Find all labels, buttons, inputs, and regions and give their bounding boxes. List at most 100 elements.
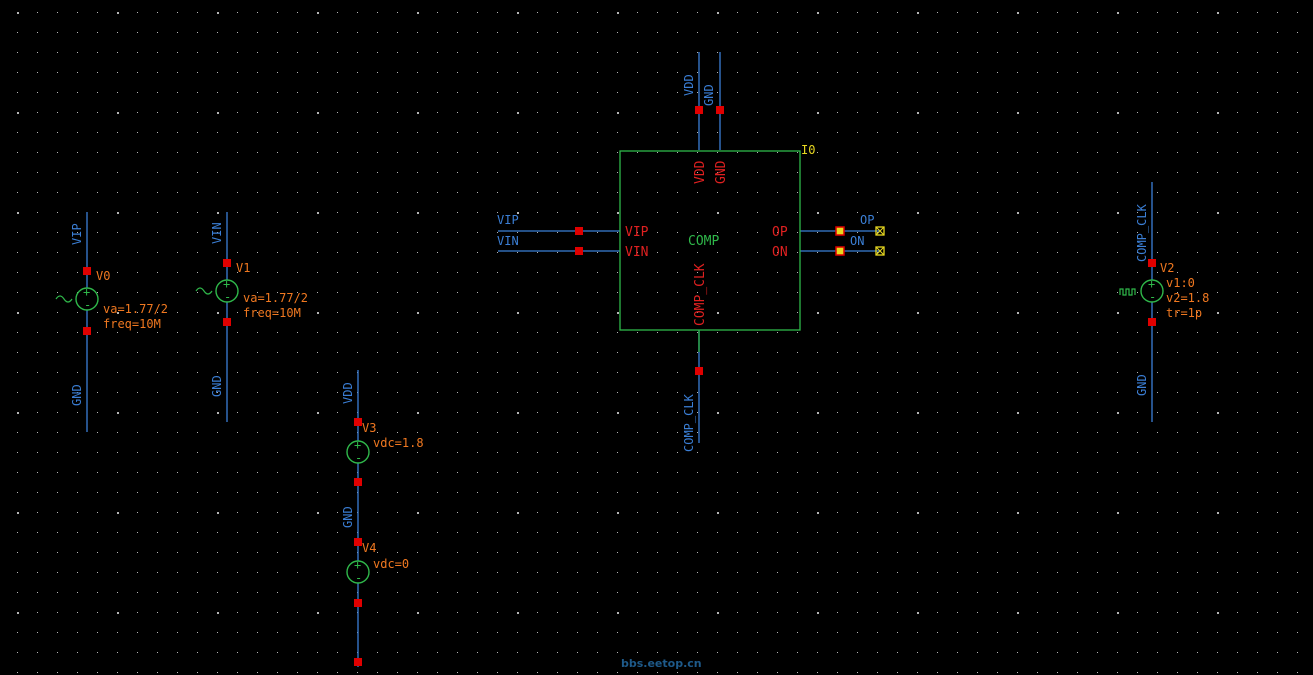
grid-dot	[337, 12, 338, 13]
grid-dot	[257, 632, 258, 633]
grid-dot	[737, 272, 738, 273]
grid-dot	[1177, 32, 1178, 33]
grid-dot	[77, 372, 78, 373]
grid-dot	[1257, 92, 1258, 93]
grid-dot	[177, 72, 178, 73]
grid-dot	[617, 592, 618, 593]
grid-dot	[477, 412, 478, 413]
grid-dot	[257, 292, 258, 293]
grid-dot	[657, 152, 658, 153]
grid-dot	[457, 652, 458, 653]
grid-dot	[397, 312, 398, 313]
io-pin-on[interactable]	[875, 246, 885, 256]
grid-dot	[97, 252, 98, 253]
grid-dot	[437, 52, 438, 53]
grid-dot	[157, 632, 158, 633]
grid-dot	[1037, 112, 1038, 113]
grid-dot	[1077, 592, 1078, 593]
grid-dot	[1237, 572, 1238, 573]
grid-dot	[377, 632, 378, 633]
grid-dot	[297, 572, 298, 573]
grid-dot	[957, 572, 958, 573]
grid-dot	[737, 232, 738, 233]
grid-dot	[77, 132, 78, 133]
grid-dot	[897, 352, 898, 353]
grid-dot	[657, 572, 658, 573]
io-pin-op[interactable]	[875, 226, 885, 236]
grid-dot	[817, 672, 818, 673]
grid-dot	[817, 232, 818, 233]
grid-dot	[257, 392, 258, 393]
grid-dot	[757, 412, 758, 413]
grid-dot	[797, 332, 798, 333]
grid-dot	[897, 52, 898, 53]
source-v3-v4[interactable]: + - V3 vdc=1.8 VDD GND + - V4 vdc=0	[341, 370, 424, 667]
grid-dot	[237, 152, 238, 153]
grid-dot	[1077, 292, 1078, 293]
grid-dot	[637, 212, 638, 213]
grid-dot	[377, 412, 378, 413]
grid-dot	[977, 292, 978, 293]
grid-dot	[737, 252, 738, 253]
grid-dot	[837, 72, 838, 73]
grid-dot	[677, 652, 678, 653]
grid-dot	[797, 272, 798, 273]
grid-dot	[1077, 212, 1078, 213]
grid-dot	[1077, 32, 1078, 33]
comp-instance[interactable]: VDD GND VIP VIN OP ON COMP_CLK I0 CO	[497, 52, 885, 452]
grid-dot	[1137, 512, 1138, 513]
grid-dot	[1097, 612, 1098, 613]
source-v1[interactable]: + - V1 va=1.77/2 freq=10M VIN GND	[195, 212, 308, 422]
grid-dot	[437, 392, 438, 393]
grid-dot	[757, 272, 758, 273]
grid-dot	[1077, 392, 1078, 393]
grid-dot	[137, 172, 138, 173]
grid-dot	[857, 312, 858, 313]
source-v2[interactable]: + - V2 v1:0 v2=1.8 tr=1p COMP_CLK GND	[1119, 182, 1209, 422]
grid-dot	[717, 412, 719, 414]
grid-dot	[277, 212, 278, 213]
grid-dot	[557, 52, 558, 53]
grid-dot	[637, 192, 638, 193]
grid-dot	[617, 332, 618, 333]
grid-dot	[297, 332, 298, 333]
grid-dot	[217, 672, 218, 673]
grid-dot	[1177, 392, 1178, 393]
source-v0[interactable]: + - V0 va=1.77/2 freq=10M VIP GND	[55, 212, 168, 432]
instance-ref: I0	[801, 143, 815, 157]
grid-dot	[1057, 432, 1058, 433]
grid-dot	[197, 112, 198, 113]
grid-dot	[1197, 492, 1198, 493]
grid-dot	[357, 132, 358, 133]
grid-dot	[817, 272, 818, 273]
grid-dot	[1017, 152, 1018, 153]
grid-dot	[157, 532, 158, 533]
grid-dot	[1037, 472, 1038, 473]
grid-dot	[17, 572, 18, 573]
grid-dot	[37, 372, 38, 373]
grid-dot	[1217, 212, 1219, 214]
grid-dot	[1297, 672, 1298, 673]
grid-dot	[1117, 412, 1119, 414]
grid-dot	[257, 52, 258, 53]
grid-dot	[717, 32, 718, 33]
grid-dot	[457, 472, 458, 473]
grid-dot	[817, 172, 818, 173]
grid-dot	[777, 292, 778, 293]
grid-dot	[337, 252, 338, 253]
grid-dot	[1157, 92, 1158, 93]
grid-dot	[117, 412, 119, 414]
grid-dot	[177, 312, 178, 313]
grid-dot	[957, 452, 958, 453]
grid-dot	[57, 152, 58, 153]
grid-dot	[477, 512, 478, 513]
grid-dot	[77, 92, 78, 93]
grid-dot	[37, 272, 38, 273]
grid-dot	[657, 172, 658, 173]
grid-dot	[537, 572, 538, 573]
grid-dot	[777, 312, 778, 313]
grid-dot	[1217, 492, 1218, 493]
grid-dot	[1037, 92, 1038, 93]
grid-dot	[597, 472, 598, 473]
